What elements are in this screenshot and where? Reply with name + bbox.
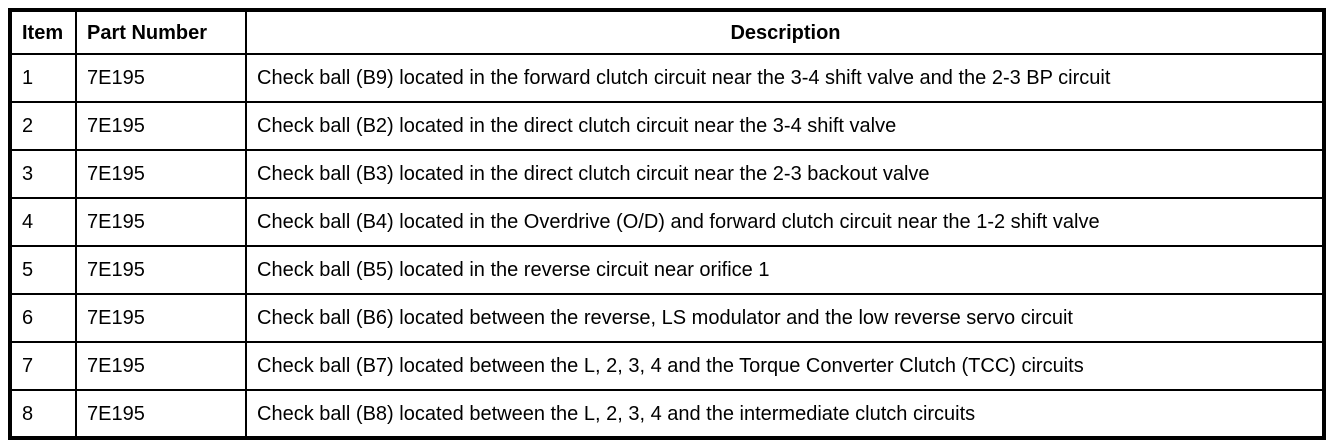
table-row: 2 7E195 Check ball (B2) located in the d… bbox=[9, 101, 1325, 151]
cell-description: Check ball (B5) located in the reverse c… bbox=[245, 245, 1325, 295]
cell-item: 3 bbox=[9, 149, 77, 199]
cell-part-number: 7E195 bbox=[75, 197, 247, 247]
cell-description: Check ball (B4) located in the Overdrive… bbox=[245, 197, 1325, 247]
cell-item: 5 bbox=[9, 245, 77, 295]
column-header-description: Description bbox=[245, 9, 1325, 55]
table-row: 1 7E195 Check ball (B9) located in the f… bbox=[9, 53, 1325, 103]
cell-item: 6 bbox=[9, 293, 77, 343]
table-row: 4 7E195 Check ball (B4) located in the O… bbox=[9, 197, 1325, 247]
parts-table: Item Part Number Description 1 7E195 Che… bbox=[8, 8, 1326, 440]
column-header-item: Item bbox=[9, 9, 77, 55]
table-row: 6 7E195 Check ball (B6) located between … bbox=[9, 293, 1325, 343]
cell-item: 7 bbox=[9, 341, 77, 391]
cell-item: 8 bbox=[9, 389, 77, 439]
cell-part-number: 7E195 bbox=[75, 53, 247, 103]
cell-part-number: 7E195 bbox=[75, 101, 247, 151]
cell-part-number: 7E195 bbox=[75, 341, 247, 391]
cell-description: Check ball (B2) located in the direct cl… bbox=[245, 101, 1325, 151]
table-header-row: Item Part Number Description bbox=[9, 9, 1325, 55]
cell-description: Check ball (B8) located between the L, 2… bbox=[245, 389, 1325, 439]
cell-part-number: 7E195 bbox=[75, 293, 247, 343]
table-row: 8 7E195 Check ball (B8) located between … bbox=[9, 389, 1325, 439]
cell-part-number: 7E195 bbox=[75, 245, 247, 295]
table-row: 3 7E195 Check ball (B3) located in the d… bbox=[9, 149, 1325, 199]
cell-item: 4 bbox=[9, 197, 77, 247]
table-row: 5 7E195 Check ball (B5) located in the r… bbox=[9, 245, 1325, 295]
cell-description: Check ball (B3) located in the direct cl… bbox=[245, 149, 1325, 199]
cell-part-number: 7E195 bbox=[75, 389, 247, 439]
cell-description: Check ball (B7) located between the L, 2… bbox=[245, 341, 1325, 391]
cell-description: Check ball (B6) located between the reve… bbox=[245, 293, 1325, 343]
cell-item: 2 bbox=[9, 101, 77, 151]
column-header-part-number: Part Number bbox=[75, 9, 247, 55]
cell-item: 1 bbox=[9, 53, 77, 103]
cell-part-number: 7E195 bbox=[75, 149, 247, 199]
cell-description: Check ball (B9) located in the forward c… bbox=[245, 53, 1325, 103]
table-row: 7 7E195 Check ball (B7) located between … bbox=[9, 341, 1325, 391]
